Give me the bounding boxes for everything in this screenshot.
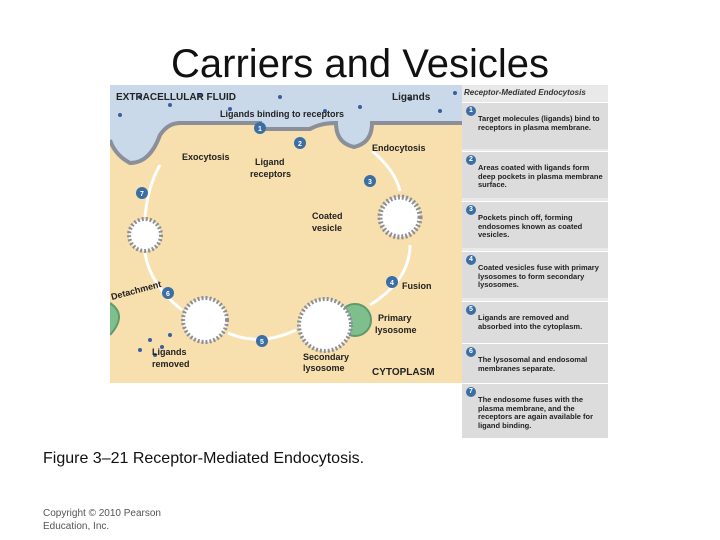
badge-4-num: 4 bbox=[390, 280, 394, 287]
badge-6 bbox=[162, 287, 174, 299]
extracellular-ligands bbox=[118, 91, 457, 117]
badge-5 bbox=[256, 335, 268, 347]
badge-2-num: 2 bbox=[298, 141, 302, 148]
label-binding: Ligands binding to receptors bbox=[220, 109, 344, 119]
step-item: 1 Target molecules (ligands) bind to rec… bbox=[462, 102, 608, 149]
endocytosis-diagram: EXTRACELLULAR FLUID Ligands Ligands bind… bbox=[110, 85, 462, 383]
step-item: 4 Coated vesicles fuse with primary lyso… bbox=[462, 251, 608, 298]
badge-7 bbox=[136, 187, 148, 199]
step-item: 2 Areas coated with ligands form deep po… bbox=[462, 151, 608, 198]
step-number: 1 bbox=[466, 106, 476, 116]
removed-ligands bbox=[138, 333, 172, 357]
detaching-vesicle bbox=[181, 296, 229, 344]
label-ligand-receptors-1: Ligand bbox=[255, 157, 285, 167]
figure-caption: Figure 3–21 Receptor-Mediated Endocytosi… bbox=[43, 450, 365, 467]
step-item: 3 Pockets pinch off, forming endosomes k… bbox=[462, 201, 608, 248]
label-cytoplasm: CYTOPLASM bbox=[372, 367, 435, 378]
label-coated-vesicle-2: vesicle bbox=[312, 223, 342, 233]
step-text: Pockets pinch off, forming endosomes kno… bbox=[478, 213, 583, 239]
recycling-vesicle bbox=[127, 217, 163, 253]
label-primary-2: lysosome bbox=[375, 325, 417, 335]
label-ligands-removed-2: removed bbox=[152, 359, 190, 369]
badge-3-num: 3 bbox=[368, 179, 372, 186]
step-text: Ligands are removed and absorbed into th… bbox=[478, 313, 583, 331]
step-text: The endosome fuses with the plasma membr… bbox=[478, 395, 594, 430]
label-secondary-1: Secondary bbox=[303, 352, 349, 362]
step-text: Areas coated with ligands form deep pock… bbox=[478, 163, 603, 189]
steps-title: Receptor-Mediated Endocytosis bbox=[464, 88, 586, 97]
badge-1 bbox=[254, 122, 266, 134]
step-item: 5 Ligands are removed and absorbed into … bbox=[462, 301, 608, 348]
label-ligands-removed-1: Ligands bbox=[152, 347, 187, 357]
label-primary-1: Primary bbox=[378, 313, 412, 323]
extracellular-region bbox=[110, 85, 462, 163]
badge-2 bbox=[294, 137, 306, 149]
badge-4 bbox=[386, 276, 398, 288]
lysosome-fragment bbox=[110, 302, 120, 336]
step-number: 3 bbox=[466, 205, 476, 215]
label-exocytosis: Exocytosis bbox=[182, 152, 230, 162]
step-text: Target molecules (ligands) bind to recep… bbox=[478, 114, 600, 132]
label-ligand-receptors-2: receptors bbox=[250, 169, 291, 179]
label-extracellular: EXTRACELLULAR FLUID bbox=[116, 92, 236, 103]
badge-3 bbox=[364, 175, 376, 187]
label-coated-vesicle-1: Coated bbox=[312, 211, 343, 221]
steps-panel: Receptor-Mediated Endocytosis 1 Target m… bbox=[462, 85, 608, 438]
step-number: 7 bbox=[466, 387, 476, 397]
step-number: 2 bbox=[466, 155, 476, 165]
process-arrows bbox=[143, 149, 412, 341]
step-item: 7 The endosome fuses with the plasma mem… bbox=[462, 383, 608, 438]
label-endocytosis: Endocytosis bbox=[372, 143, 426, 153]
step-item: 6 The lysosomal and endosomal membranes … bbox=[462, 343, 608, 390]
label-ligands: Ligands bbox=[392, 92, 431, 103]
label-secondary-2: lysosome bbox=[303, 363, 345, 373]
label-fusion: Fusion bbox=[402, 281, 432, 291]
step-number: 6 bbox=[466, 347, 476, 357]
badge-5-num: 5 bbox=[260, 339, 264, 346]
step-text: The lysosomal and endosomal membranes se… bbox=[478, 355, 588, 373]
slide-title: Carriers and Vesicles bbox=[171, 42, 549, 86]
step-number: 5 bbox=[466, 305, 476, 315]
step-text: Coated vesicles fuse with primary lysoso… bbox=[478, 263, 599, 289]
step-number: 4 bbox=[466, 255, 476, 265]
secondary-lysosome bbox=[297, 297, 353, 353]
badge-1-num: 1 bbox=[258, 126, 262, 133]
coated-vesicle bbox=[377, 194, 423, 240]
badge-6-num: 6 bbox=[166, 291, 170, 298]
copyright-notice: Copyright © 2010 Pearson Education, Inc. bbox=[43, 508, 161, 532]
badge-7-num: 7 bbox=[140, 191, 144, 198]
